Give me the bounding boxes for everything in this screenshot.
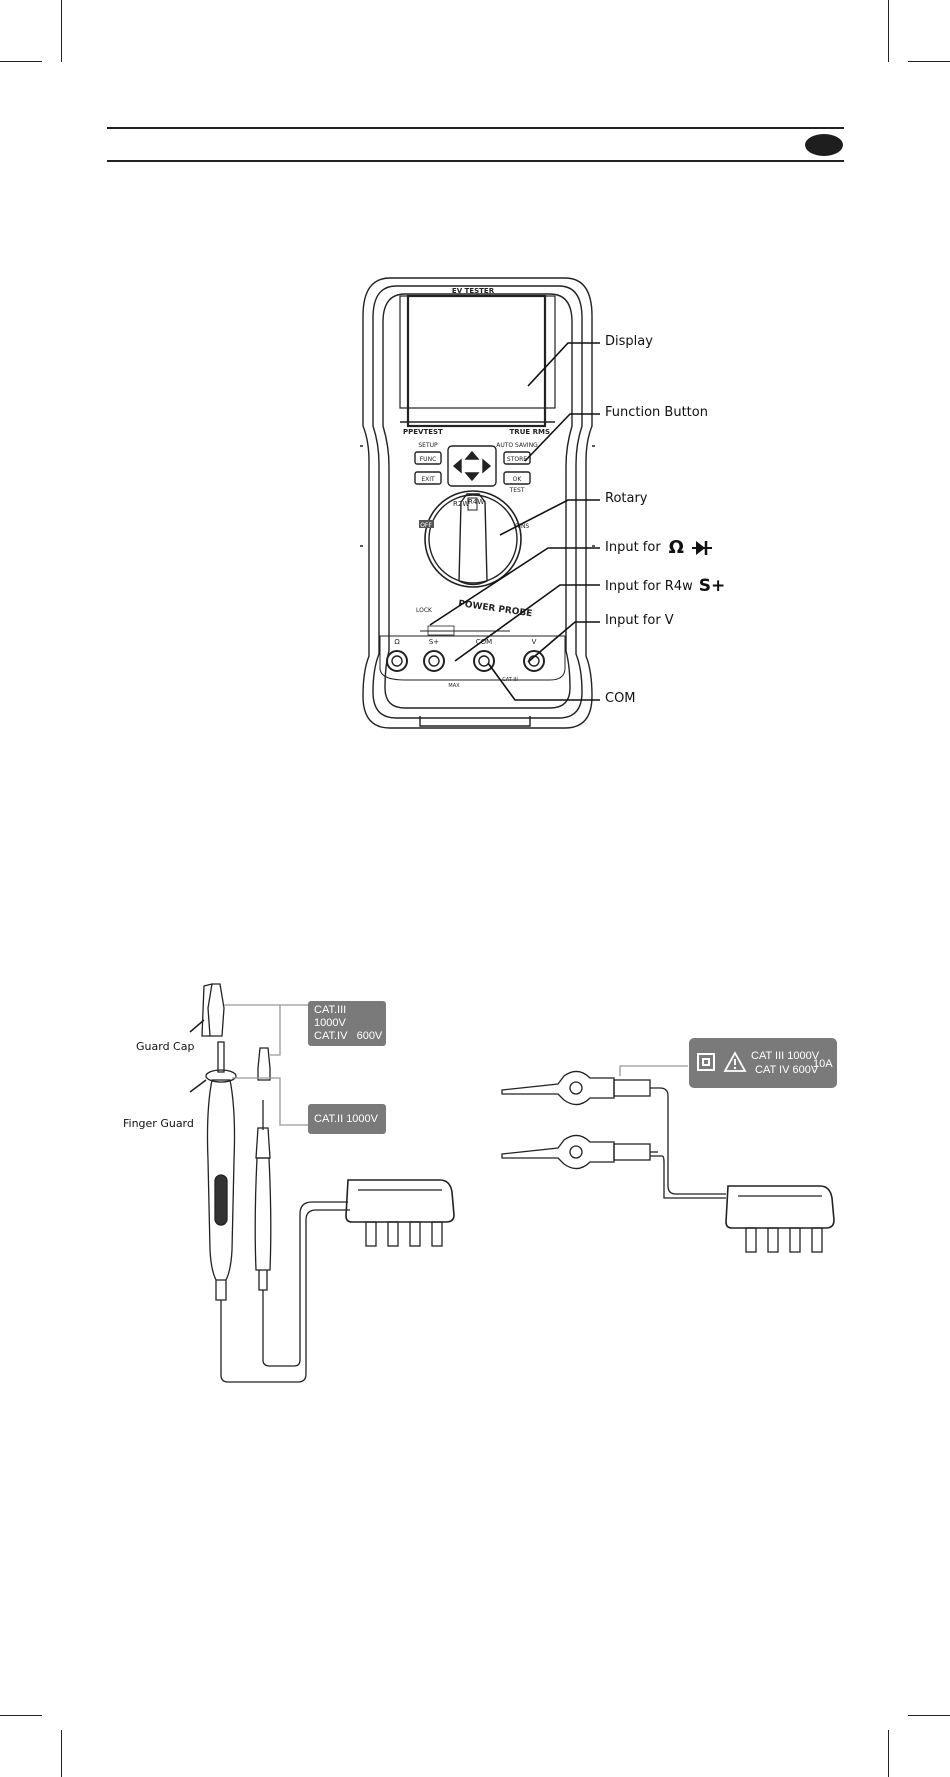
- clip-amp-rating: 10A: [813, 1058, 833, 1070]
- callout-lines: [0, 0, 950, 760]
- callout-display: Display: [605, 334, 653, 349]
- double-insulation-icon: [697, 1053, 715, 1071]
- cat-ii-rating: CAT.II 1000V: [314, 1113, 378, 1125]
- clip-cat-line-2: CAT IV 600V: [755, 1064, 818, 1076]
- cat-rating-box-probe: CAT.III 1000V CAT.IV 600V: [308, 1001, 386, 1046]
- s-plus-symbol-icon: S+: [699, 576, 726, 596]
- crop-mark: [888, 1730, 889, 1777]
- cat-rating-line-2: CAT.IV 600V: [314, 1030, 380, 1043]
- ohm-symbol-icon: Ω: [669, 537, 684, 558]
- diode-symbol-icon: [692, 540, 712, 556]
- cat-rating-line-1: CAT.III 1000V: [314, 1004, 380, 1030]
- warning-triangle-icon: [723, 1051, 747, 1073]
- clip-cat-line-1: CAT III 1000V: [751, 1050, 819, 1062]
- cat-rating-box-clips: CAT III 1000V CAT IV 600V 10A: [689, 1038, 837, 1088]
- cat-rating-box-tip: CAT.II 1000V: [308, 1104, 386, 1134]
- callout-input-ohm: Input for: [605, 540, 661, 555]
- callout-input-ohm-row: Input for Ω: [605, 537, 712, 558]
- guard-cap-label: Guard Cap: [136, 1040, 194, 1053]
- callout-input-r4w-row: Input for R4w S+: [605, 576, 725, 596]
- callout-function-button: Function Button: [605, 405, 708, 420]
- callout-input-r4w: Input for R4w: [605, 579, 693, 594]
- callout-rotary: Rotary: [605, 491, 648, 506]
- finger-guard-label: Finger Guard: [123, 1117, 194, 1130]
- crop-mark: [61, 1730, 62, 1777]
- crop-mark: [908, 1715, 950, 1716]
- callout-input-v: Input for V: [605, 613, 674, 628]
- callout-com: COM: [605, 691, 636, 706]
- crop-mark: [0, 1715, 42, 1716]
